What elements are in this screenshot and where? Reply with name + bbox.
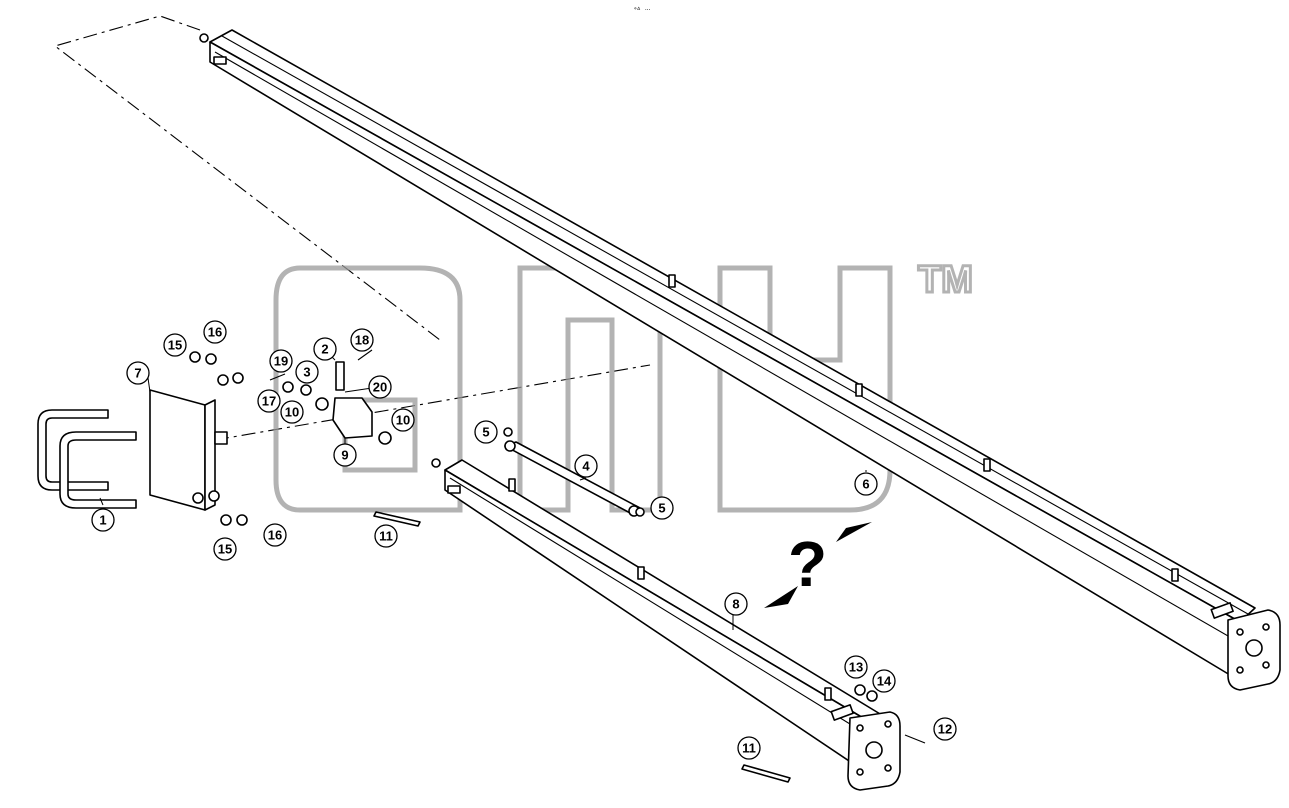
svg-text:16: 16 — [208, 325, 222, 340]
svg-text:10: 10 — [396, 413, 410, 428]
callout-15a: 15 — [163, 333, 187, 357]
svg-text:12: 12 — [938, 722, 952, 737]
arrow-up-right-icon — [836, 522, 872, 542]
callout-5b: 5 — [650, 496, 674, 520]
callout-14: 14 — [872, 669, 896, 693]
callout-2: 2 — [313, 337, 337, 361]
callout-17: 17 — [257, 389, 281, 413]
construction-lines — [53, 15, 651, 441]
header-mark: ᐤᐞ ᐧᐧᐧ — [634, 6, 650, 14]
svg-text:5: 5 — [482, 425, 489, 440]
svg-text:1: 1 — [99, 513, 106, 528]
arrow-down-left-icon — [764, 586, 798, 608]
svg-text:3: 3 — [303, 365, 310, 380]
svg-text:15: 15 — [168, 338, 182, 353]
svg-text:18: 18 — [355, 333, 369, 348]
upper-beam — [199, 29, 1281, 691]
svg-text:9: 9 — [341, 448, 348, 463]
svg-text:20: 20 — [373, 380, 387, 395]
callout-12: 12 — [933, 717, 957, 741]
callout-9: 9 — [333, 438, 357, 467]
svg-text:10: 10 — [285, 405, 299, 420]
svg-text:17: 17 — [262, 394, 276, 409]
svg-text:4: 4 — [582, 459, 590, 474]
callout-10a: 10 — [280, 400, 304, 424]
svg-text:7: 7 — [134, 366, 141, 381]
lower-beam — [431, 458, 901, 791]
svg-text:14: 14 — [877, 674, 892, 689]
callout-18: 18 — [350, 328, 374, 352]
svg-text:8: 8 — [732, 597, 739, 612]
svg-text:2: 2 — [321, 342, 328, 357]
trademark-mark: TM — [918, 259, 973, 301]
callout-19: 19 — [269, 349, 293, 373]
callout-10b: 10 — [391, 408, 415, 432]
callout-13: 13 — [844, 655, 868, 679]
svg-text:6: 6 — [862, 477, 869, 492]
svg-text:11: 11 — [742, 741, 756, 756]
callout-16b: 16 — [263, 523, 287, 547]
callout-8: 8 — [724, 592, 748, 630]
svg-text:11: 11 — [379, 529, 393, 544]
u-bolt-bracket — [37, 389, 228, 511]
callout-3: 3 — [295, 360, 319, 384]
callout-7: 7 — [126, 361, 151, 393]
callout-4: 4 — [574, 454, 598, 481]
svg-text:16: 16 — [268, 528, 282, 543]
callout-5a: 5 — [474, 420, 498, 444]
callout-11b: 11 — [737, 736, 761, 760]
svg-text:13: 13 — [849, 660, 863, 675]
callout-11a: 11 — [374, 524, 398, 548]
question-mark: ? — [788, 528, 827, 600]
callout-15b: 15 — [213, 537, 237, 561]
callout-labels: 1 2 3 4 5 5 6 7 8 9 10 10 11 11 12 13 14… — [91, 320, 957, 760]
svg-text:19: 19 — [274, 354, 288, 369]
callout-1: 1 — [91, 497, 115, 532]
help-question-symbol[interactable]: ? — [764, 522, 872, 608]
fasteners — [189, 349, 926, 783]
callout-6: 6 — [854, 470, 878, 496]
svg-text:15: 15 — [218, 542, 232, 557]
callout-20: 20 — [368, 375, 392, 399]
svg-text:5: 5 — [658, 501, 665, 516]
callout-16a: 16 — [203, 320, 227, 344]
